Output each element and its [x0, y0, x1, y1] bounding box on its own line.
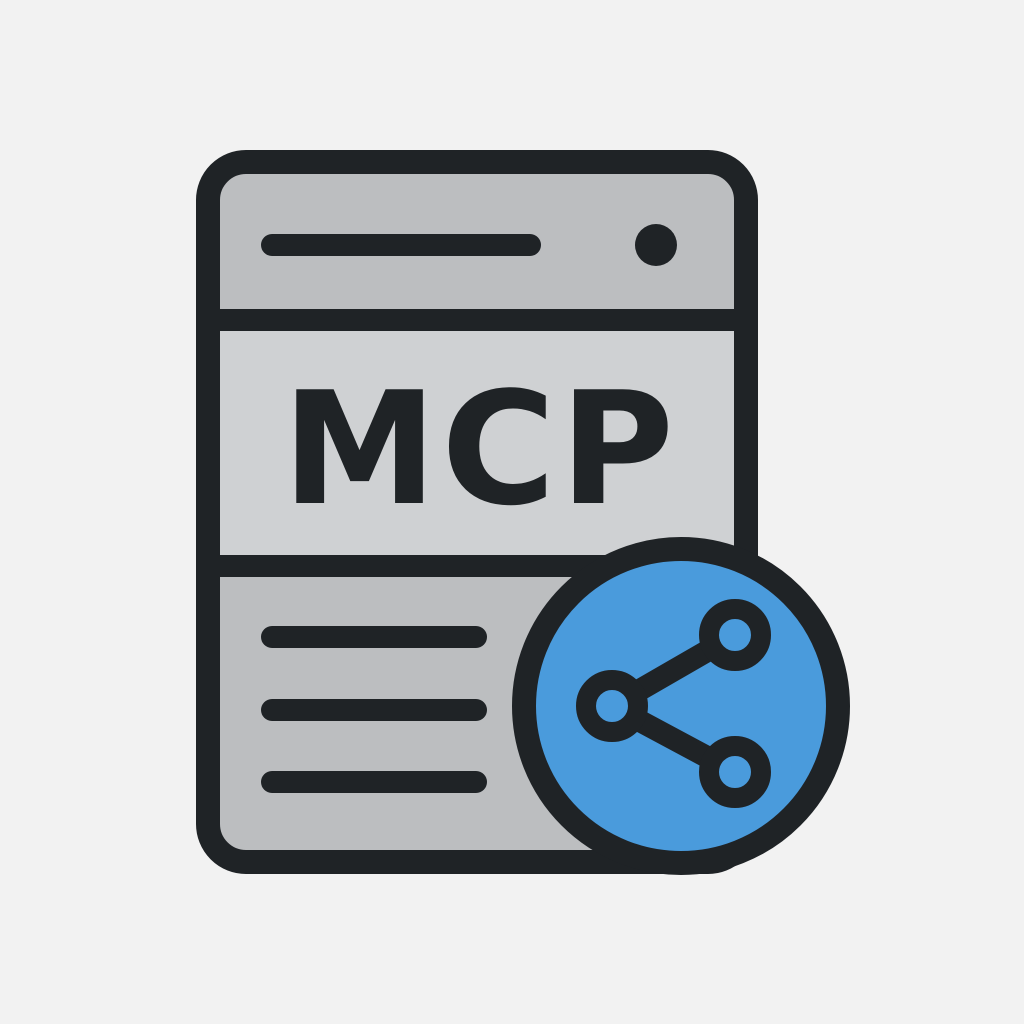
document-outline	[196, 150, 758, 874]
share-node-bottom	[699, 736, 771, 808]
share-node-left	[576, 670, 648, 742]
middle-panel	[208, 320, 746, 566]
mcp-label: MCP	[282, 358, 678, 540]
status-dot	[635, 224, 677, 266]
share-badge	[512, 537, 850, 875]
share-node-top	[699, 599, 771, 671]
badge-circle	[512, 537, 850, 875]
share-icon	[576, 599, 771, 808]
